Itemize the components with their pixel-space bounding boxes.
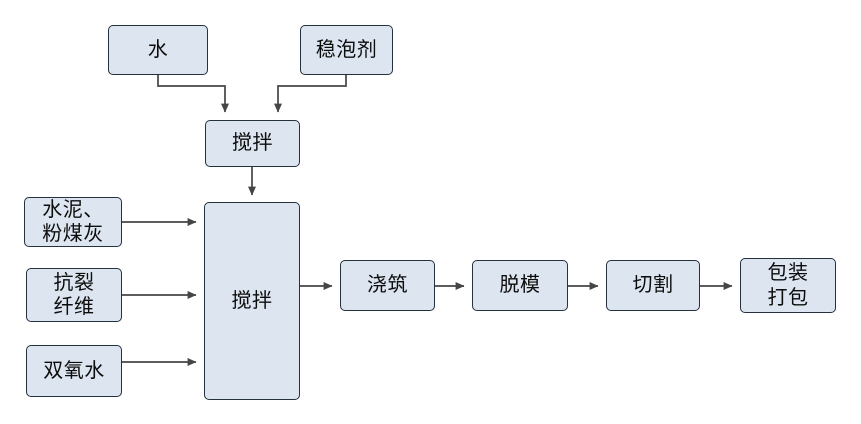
node-packaging[interactable]: 包装 打包 [740,258,836,313]
node-demolding[interactable]: 脱模 [472,260,568,311]
node-mixing-stage-1[interactable]: 搅拌 [205,120,300,167]
node-crack-resistant-fiber[interactable]: 抗裂 纤维 [26,268,122,322]
node-cutting[interactable]: 切割 [606,260,700,311]
node-mixing-stage-2[interactable]: 搅拌 [204,202,300,400]
node-foam-stabilizer[interactable]: 稳泡剂 [300,25,393,75]
node-water[interactable]: 水 [108,25,208,75]
node-cement-flyash[interactable]: 水泥、 粉煤灰 [24,197,122,247]
edge-water-to-mix1 [157,75,229,113]
node-hydrogen-peroxide[interactable]: 双氧水 [26,345,122,397]
node-casting[interactable]: 浇筑 [340,260,435,311]
edge-foam-to-mix1 [274,75,347,113]
